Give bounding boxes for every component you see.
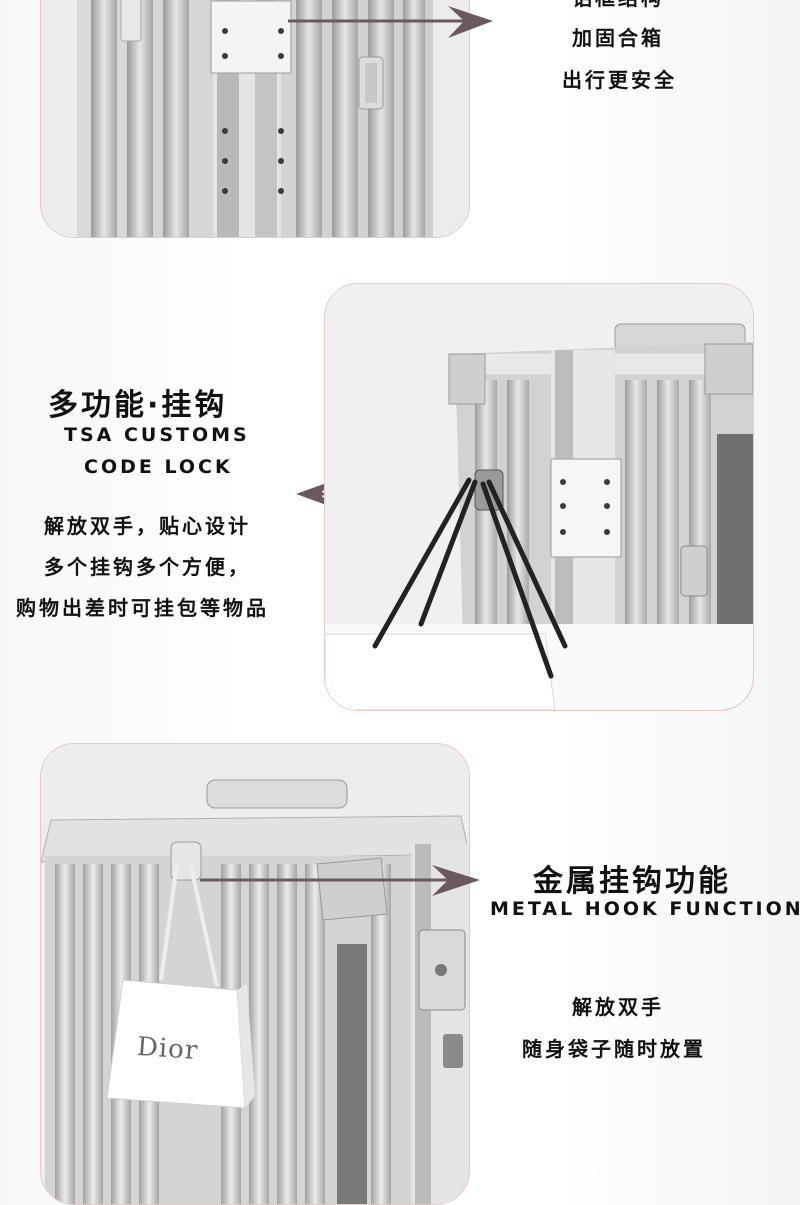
suitcase-hinge-photo [41, 0, 469, 237]
suitcase-bag-photo-panel: Dior [40, 743, 470, 1205]
suitcase-hook-photo [325, 284, 753, 710]
pointer-arrow-right-icon [288, 6, 493, 38]
section1-line-2: 出行更安全 [562, 68, 677, 92]
section3-line-1: 解放双手 [572, 995, 664, 1019]
section2-line-1: 解放双手，贴心设计 [44, 514, 251, 538]
section2-line-3: 购物出差时可挂包等物品 [16, 596, 269, 620]
section3-title: 金属挂钩功能 [533, 864, 731, 899]
pointer-arrow-right-icon [200, 865, 480, 896]
section2-en-line-1: TSA CUSTOMS [64, 424, 250, 446]
section2-title: 多功能·挂钩 [48, 388, 228, 423]
section3-line-2: 随身袋子随时放置 [522, 1037, 706, 1061]
section2-line-2: 多个挂钩多个方便， [44, 555, 251, 579]
section3-en-line: METAL HOOK FUNCTION [490, 898, 800, 920]
suitcase-bag-photo [41, 744, 469, 1204]
bag-logo-text: Dior [136, 1031, 200, 1067]
suitcase-hinge-photo-panel [40, 0, 470, 238]
section1-partial-line: 铝框结构 [572, 0, 664, 11]
suitcase-hook-photo-panel [324, 283, 754, 711]
section2-en-line-2: CODE LOCK [84, 456, 233, 478]
section1-line-1: 加固合箱 [572, 26, 664, 50]
